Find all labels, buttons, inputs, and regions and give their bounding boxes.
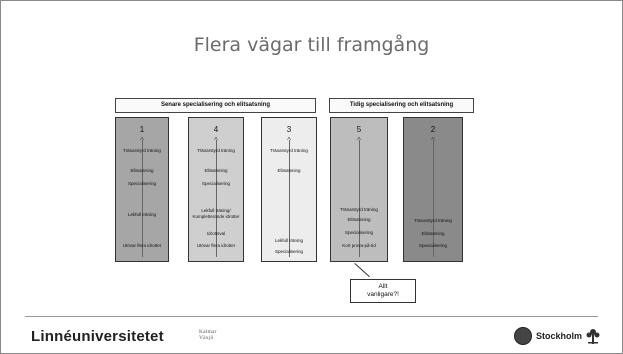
path-label: Utövar flera idrotter [122, 243, 162, 248]
path-label: Tränarstyrd träning [197, 148, 235, 153]
path-number: 2 [430, 125, 436, 134]
path-label: Tränarstyrd träning [123, 148, 161, 153]
path-label: Lekfull träning/ Kompletterande idrotter [192, 208, 240, 219]
arrow-line [289, 140, 290, 257]
tree-icon [586, 329, 600, 344]
footer-divider [25, 316, 598, 317]
path-label: Utövar flera idrotter [196, 243, 236, 248]
linneuniversitetet-logo: Linnéuniversitetet Kalmar Växjö [31, 328, 217, 345]
callout-line-2: vanligare?! [367, 291, 399, 298]
arrow-line [216, 140, 217, 257]
callout-line-1: Allt [378, 283, 388, 290]
city-seal-icon [513, 327, 532, 345]
callout-pointer-line [354, 263, 370, 278]
logo-city-1: Kalmar [199, 329, 217, 335]
path-label: Elitsatsning [277, 168, 301, 173]
arrow-line [359, 140, 360, 257]
path-column-2: 2 ^ Tränarstyrd träning Elitsatsning Spe… [403, 117, 463, 262]
arrow-up-icon: ^ [357, 136, 361, 145]
path-label: Elitsatsning [421, 231, 445, 236]
path-column-3: 3 ^ Tränarstyrd träning Elitsatsning Lek… [261, 117, 317, 262]
path-label: Tränarstyrd träning [270, 148, 308, 153]
path-label: Specialisering [344, 230, 373, 235]
path-label: Specialisering [201, 181, 230, 186]
arrow-line [433, 140, 434, 257]
path-label: Elitsatsning [347, 217, 371, 222]
path-label: Kort prova-på-tid [342, 243, 376, 248]
group-header-late: Senare specialisering och elitsatsning [115, 98, 316, 113]
path-label: Idrottsval [206, 231, 226, 236]
logo-city-2: Växjö [199, 335, 214, 341]
slide-title: Flera vägar till framgång [193, 34, 430, 56]
path-label: Specialisering [274, 249, 303, 254]
path-label: Tränarstyrd träning [340, 207, 378, 212]
logo-cities: Kalmar Växjö [199, 329, 217, 341]
path-number: 3 [286, 125, 292, 134]
stockholm-text: Stockholm [535, 331, 582, 341]
path-label: Lekfull träning [274, 238, 304, 243]
arrow-up-icon: ^ [140, 136, 144, 145]
path-label: Tränarstyrd träning [414, 218, 452, 223]
path-number: 4 [213, 125, 219, 134]
arrow-line [142, 140, 143, 257]
callout-box: Allt vanligare?! [350, 279, 416, 303]
stockholm-logo: Stockholm [513, 327, 600, 345]
path-label: Elitsatsning [130, 168, 154, 173]
group-header-early: Tidig specialisering och elitsatsning [329, 98, 474, 113]
arrow-up-icon: ^ [431, 136, 435, 145]
path-column-5: 5 ^ Tränarstyrd träning Elitsatsning Spe… [330, 117, 388, 262]
arrow-up-icon: ^ [214, 136, 218, 145]
path-label: Elitsatsning [204, 168, 228, 173]
path-column-1: 1 ^ Tränarstyrd träning Elitsatsning Spe… [115, 117, 169, 262]
path-label: Specialisering [127, 181, 156, 186]
path-label: Specialisering [418, 243, 447, 248]
path-number: 1 [139, 125, 145, 134]
path-number: 5 [356, 125, 362, 134]
path-label: Lekfull träning [127, 212, 157, 217]
logo-text: Linnéuniversitetet [31, 328, 164, 345]
arrow-up-icon: ^ [287, 136, 291, 145]
path-column-4: 4 ^ Tränarstyrd träning Elitsatsning Spe… [188, 117, 244, 262]
